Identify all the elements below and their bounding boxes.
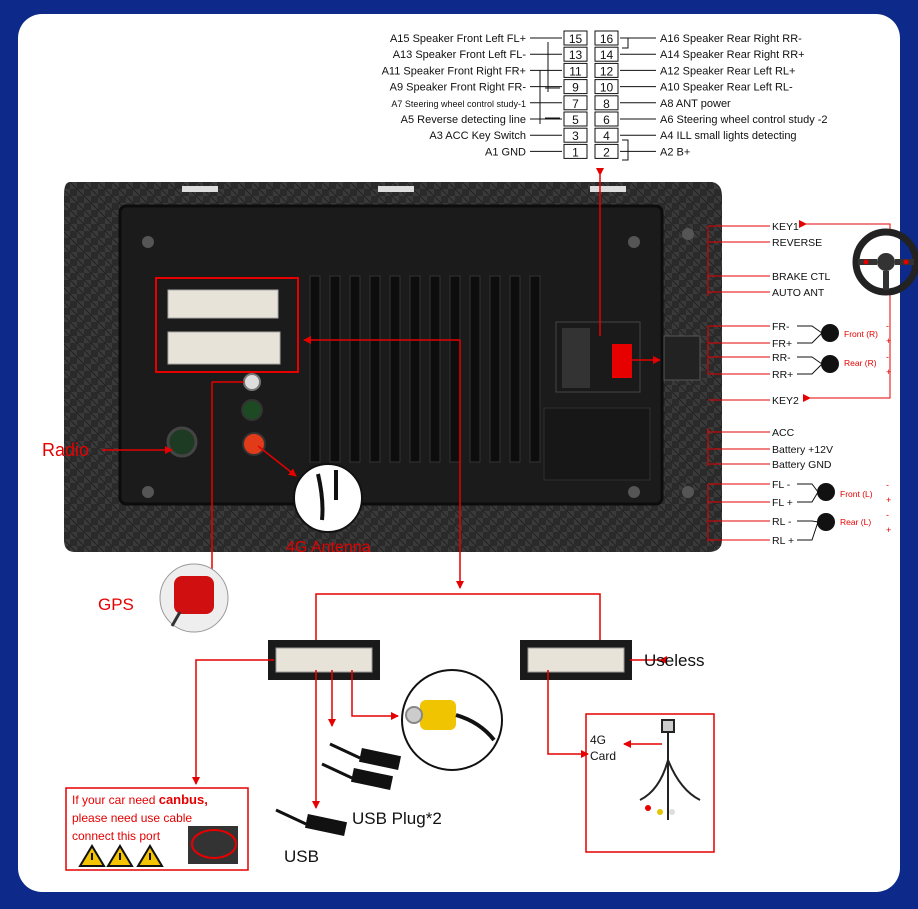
pin-left-label: A7 Steering wheel control study-1 bbox=[391, 99, 526, 109]
polarity-plus: + bbox=[886, 495, 891, 505]
pin-right-label: A2 B+ bbox=[660, 146, 690, 158]
pin-number: 6 bbox=[603, 113, 610, 127]
head-unit bbox=[64, 182, 722, 552]
pin-right-label: A4 ILL small lights detecting bbox=[660, 130, 797, 142]
pin-right-label: A6 Steering wheel control study -2 bbox=[660, 114, 828, 126]
pin-number: 12 bbox=[600, 64, 614, 78]
speaker-icon: Front (R)- + bbox=[797, 321, 891, 346]
steering-wheel-icon bbox=[852, 228, 918, 296]
pin-left-label: A9 Speaker Front Right FR- bbox=[390, 82, 527, 94]
pin-number: 1 bbox=[572, 145, 579, 159]
pin-row: A11 Speaker Front Right FR+ 11 12 A12 Speak… bbox=[382, 62, 795, 78]
rca-plug-icon bbox=[420, 700, 456, 730]
lower-connectors bbox=[65, 640, 715, 871]
right-connector-label: RR+ bbox=[772, 369, 793, 381]
right-connector-label: Battery GND bbox=[772, 459, 832, 471]
pin-number: 10 bbox=[600, 81, 614, 95]
polarity-plus: + bbox=[886, 367, 891, 377]
right-connector-label: RL - bbox=[772, 516, 792, 528]
right-connector-label: REVERSE bbox=[772, 237, 822, 249]
polarity-minus: - bbox=[886, 321, 889, 331]
pin-number: 9 bbox=[572, 81, 579, 95]
pin-right-label: A8 ANT power bbox=[660, 98, 731, 110]
pin-number: 11 bbox=[569, 64, 582, 78]
right-connector-label: FL + bbox=[772, 497, 793, 509]
usb-label: USB bbox=[284, 847, 319, 866]
pin-number: 7 bbox=[572, 97, 579, 111]
pin-left-label: A5 Reverse detecting line bbox=[401, 114, 526, 126]
accessory-icons bbox=[159, 463, 503, 837]
caption-labels: Radio GPS 4G Antenna Useless USB Plug*2 … bbox=[42, 440, 704, 866]
speaker-icon: Rear (L) - + bbox=[797, 510, 891, 541]
useless-label: Useless bbox=[644, 651, 704, 670]
radio-label: Radio bbox=[42, 440, 89, 460]
right-connector-label: KEY2 bbox=[772, 395, 799, 407]
pin-number: 3 bbox=[572, 129, 579, 143]
pin-left-label: A11 Speaker Front Right FR+ bbox=[382, 65, 526, 77]
canbus-line1: If your car need canbus, bbox=[72, 792, 208, 807]
right-connector-label: RL + bbox=[772, 535, 794, 547]
polarity-minus: - bbox=[886, 480, 889, 490]
pin-row: A9 Speaker Front Right FR- 9 10 A10 Speaker… bbox=[390, 79, 793, 95]
pin-row: A13 Speaker Front Left FL- 13 14 A14 Speake… bbox=[393, 46, 805, 62]
routing-lines bbox=[102, 168, 661, 640]
pin-row: A3 ACC Key Switch 3 4 A4 ILL small lights d… bbox=[429, 127, 797, 143]
canbus-line3: connect this port bbox=[72, 829, 161, 843]
polarity-minus: - bbox=[886, 510, 889, 520]
right-connector-label: FR+ bbox=[772, 338, 792, 350]
polarity-plus: + bbox=[886, 525, 891, 535]
pin-right-label: A10 Speaker Rear Left RL- bbox=[660, 82, 793, 94]
polarity-minus: - bbox=[886, 352, 889, 362]
gps-label: GPS bbox=[98, 595, 134, 614]
pin-number: 14 bbox=[600, 48, 614, 62]
pin-left-label: A13 Speaker Front Left FL- bbox=[393, 49, 527, 61]
pin-number: 13 bbox=[569, 48, 583, 62]
antenna-label: 4G Antenna bbox=[286, 539, 371, 556]
pin-left-label: A15 Speaker Front Left FL+ bbox=[390, 33, 526, 45]
right-connector-label: FL - bbox=[772, 479, 791, 491]
polarity-plus: + bbox=[886, 336, 891, 346]
gps-puck-icon bbox=[174, 576, 214, 614]
right-connector-label: RR- bbox=[772, 352, 791, 364]
pin-left-label: A1 GND bbox=[485, 146, 526, 158]
pin-number: 5 bbox=[572, 113, 579, 127]
right-connector-label: FR- bbox=[772, 321, 790, 333]
speaker-icon: Rear (R)- + bbox=[797, 352, 891, 377]
speaker-label: Rear (R) bbox=[844, 358, 877, 368]
usb-plug-icon bbox=[275, 742, 402, 837]
speaker-label: Front (R) bbox=[844, 329, 878, 339]
pin-number: 15 bbox=[569, 32, 583, 46]
pin-number: 8 bbox=[603, 97, 610, 111]
pin-row: A1 GND 1 2 A2 B+ bbox=[485, 143, 690, 159]
warning-icon bbox=[78, 844, 164, 867]
pin-row: A15 Speaker Front Left FL+ 15 16 A16 Speake… bbox=[390, 30, 802, 46]
card-4g-label-1: 4G bbox=[590, 733, 606, 747]
antenna-icon bbox=[316, 470, 338, 521]
usb-plug-label: USB Plug*2 bbox=[352, 809, 442, 828]
pin-number: 16 bbox=[600, 32, 614, 46]
canbus-line2: please need use cable bbox=[72, 811, 192, 825]
card-4g-label-2: Card bbox=[590, 749, 616, 763]
pin-left-label: A3 ACC Key Switch bbox=[429, 130, 526, 142]
speaker-label: Rear (L) bbox=[840, 517, 871, 527]
right-connector-label: KEY1 bbox=[772, 221, 799, 233]
right-connector-label: BRAKE CTL bbox=[772, 271, 831, 283]
right-connector-label: Battery +12V bbox=[772, 444, 833, 456]
pin-number: 2 bbox=[603, 145, 610, 159]
speaker-label: Front (L) bbox=[840, 489, 873, 499]
pin-number: 4 bbox=[603, 129, 610, 143]
pin-row: A5 Reverse detecting line 5 6 A6 Steering w… bbox=[401, 111, 828, 127]
speaker-icon: Front (L) - + bbox=[797, 480, 891, 505]
right-connector-label: AUTO ANT bbox=[772, 287, 825, 299]
pin-right-label: A14 Speaker Rear Right RR+ bbox=[660, 49, 805, 61]
right-connector-label: ACC bbox=[772, 427, 795, 439]
pin-right-label: A12 Speaker Rear Left RL+ bbox=[660, 65, 795, 77]
pin-right-label: A16 Speaker Rear Right RR- bbox=[660, 33, 802, 45]
pin-row: A7 Steering wheel control study-1 7 8 A8 AN… bbox=[391, 95, 731, 111]
